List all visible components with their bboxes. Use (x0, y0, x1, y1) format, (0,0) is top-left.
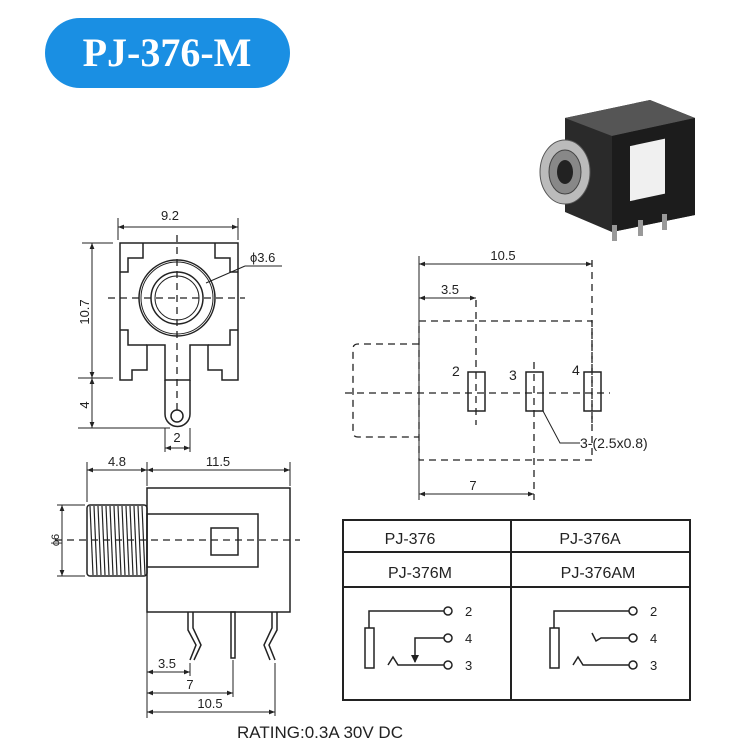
terminal-label: 3 (465, 658, 472, 673)
side-view: 4.8 11.5 ϕ6 3.5 7 10.5 (50, 454, 300, 718)
terminal-label: 4 (465, 631, 472, 646)
table-cell: PJ-376AM (561, 565, 636, 582)
dim-thread-length: 4.8 (108, 454, 126, 469)
thread-line (97, 505, 102, 576)
pin-label-2: 2 (452, 363, 460, 379)
dim-thread-dia: ϕ6 (50, 534, 62, 546)
table-cell: PJ-376M (388, 565, 452, 582)
pin-label-4: 4 (572, 362, 580, 378)
dim-first-pin: 3.5 (441, 282, 459, 297)
terminal-label: 2 (650, 604, 657, 619)
front-view: 9.2 10.7 4 ϕ3.6 2 (77, 208, 282, 452)
dim-pin-1: 3.5 (158, 656, 176, 671)
terminal-label: 2 (465, 604, 472, 619)
title-badge: PJ-376-M (45, 18, 290, 88)
thread-line (133, 505, 138, 576)
table-cell: PJ-376A (559, 531, 621, 548)
thread-line (121, 505, 126, 576)
dim-height: 10.7 (77, 299, 92, 324)
variant-table: PJ-376 PJ-376A PJ-376M PJ-376AM 2 4 3 (342, 519, 691, 701)
terminal-label: 4 (650, 631, 657, 646)
pin-label-3: 3 (509, 367, 517, 383)
pad-note: 3-(2.5x0.8) (580, 435, 648, 451)
product-photo (539, 100, 695, 241)
terminal-label: 3 (650, 658, 657, 673)
dim-tab-width: 2 (173, 430, 180, 445)
dim-tab-length: 4 (77, 401, 92, 408)
rating-text: RATING:0.3A 30V DC (237, 723, 403, 742)
product-title: PJ-376-M (83, 30, 252, 75)
dim-width: 9.2 (161, 208, 179, 223)
schematic-a: 2 4 3 (549, 604, 657, 673)
dim-mid-pin: 7 (469, 478, 476, 493)
dim-body-length: 11.5 (206, 454, 230, 469)
dim-pin-3: 10.5 (197, 696, 222, 711)
pcb-footprint: 2 3 4 10.5 3.5 7 3-(2.5x0.8) (345, 248, 648, 500)
table-cell: PJ-376 (385, 531, 436, 548)
dim-hole-dia: ϕ3.6 (250, 250, 275, 265)
dim-overall: 10.5 (490, 248, 515, 263)
schematic-normal: 2 4 3 (364, 604, 472, 673)
dim-pin-2: 7 (186, 677, 193, 692)
thread-line (109, 505, 114, 576)
